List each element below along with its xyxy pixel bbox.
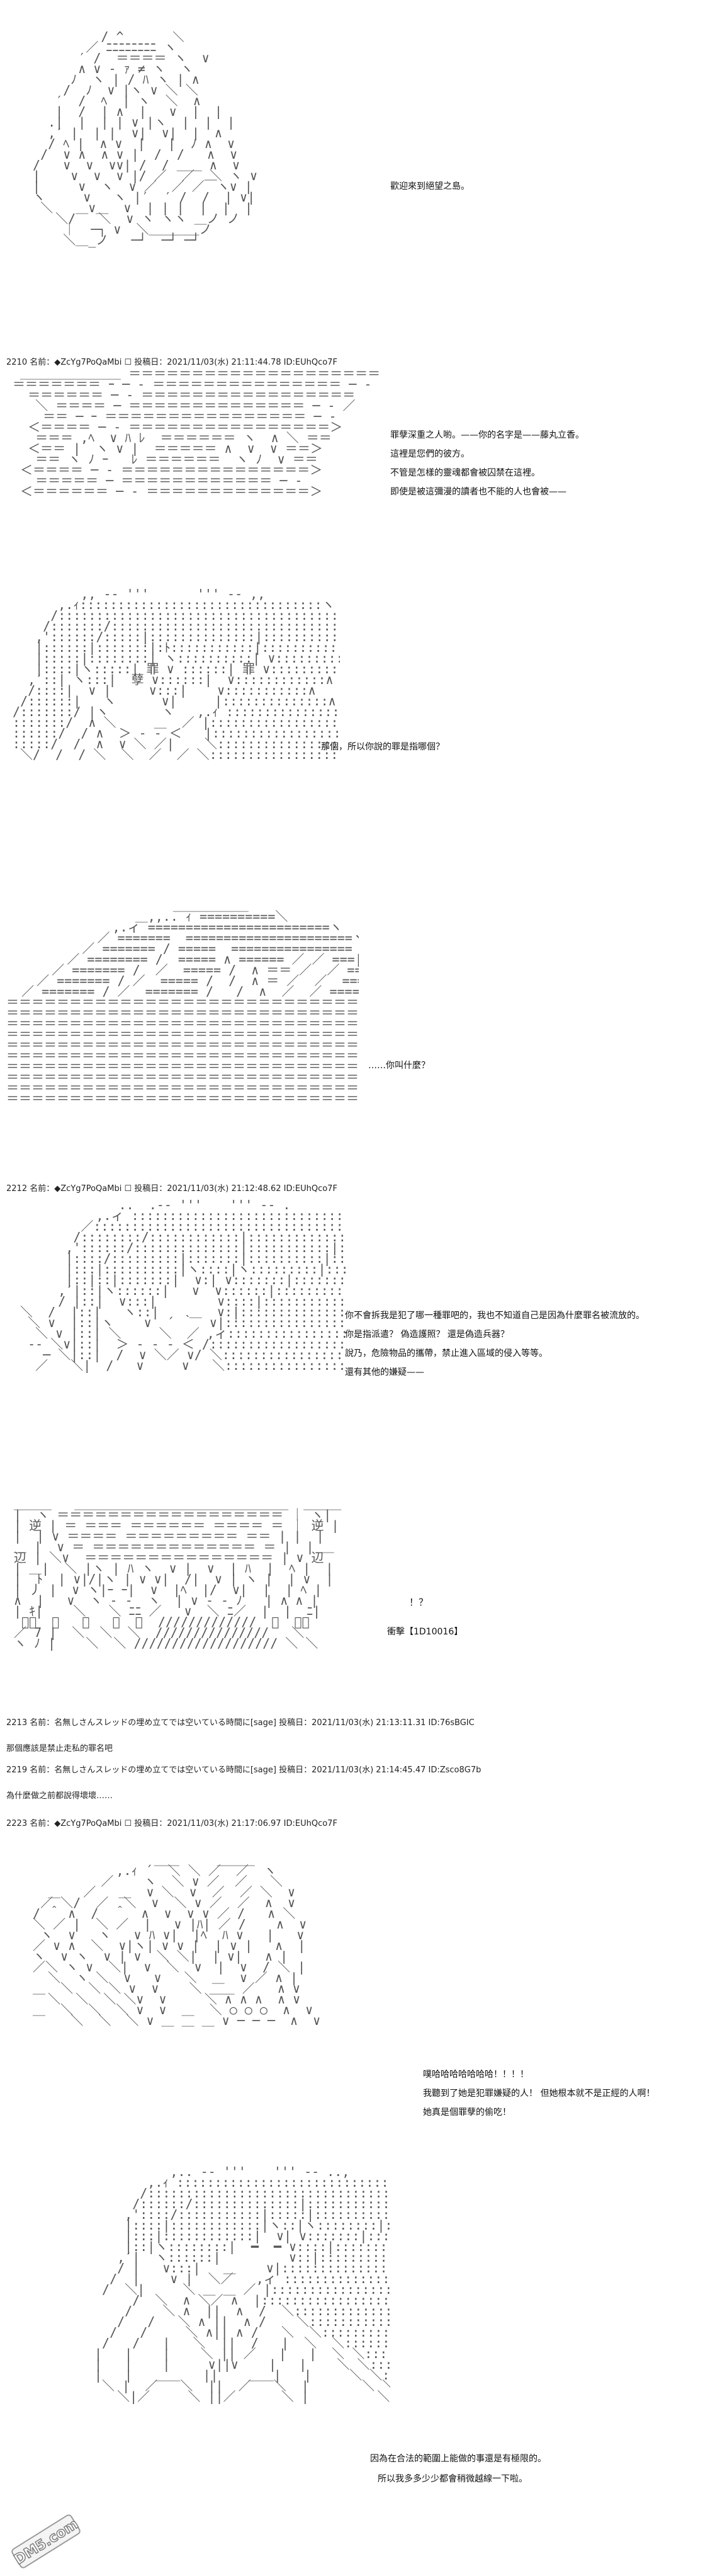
post-header: 2210 名前：◆ZcYg7PoQaMbi ☐ 投稿日：2021/11/03(水… (6, 358, 337, 367)
post-comment: 那個應該是禁止走私的罪名吧 (6, 1744, 113, 1753)
dialogue-line: 那個，所以你說的罪是指哪個？ (321, 742, 444, 752)
ascii-art-panel-7: ＿＿ ＿＿＿ ,.ｨ ´ ＼ ＼ ／ ／ ヽ ／ ヽ ＼ ∨ ／ ／ ＼ ＿ ／… (33, 1855, 321, 2028)
dialogue-line: 歡迎來到絕望之島。 (390, 181, 470, 191)
ascii-art-panel-3: ,, -‐ ''' ￣ ￣ ''' ‐- ,, ,.ｨ:::::::::::::… (13, 589, 340, 762)
dialogue-line: 罪孽深重之人喲。——你的名字是——藤丸立香。 (390, 430, 584, 440)
post-header: 2213 名前：名無しさんスレッドの埋め立てでは空いている時間に[sage] 投… (6, 1718, 475, 1728)
dialogue-line: 說乃，危險物品的攜帶，禁止進入區域的侵入等等。 (345, 1348, 548, 1359)
ascii-art-panel-4: ＿＿＿＿＿＿ ＿,,.. ｨ ==========＼ ,.ィ =========… (6, 901, 359, 1106)
dialogue-line: 還有其他的嫌疑—— (345, 1367, 424, 1377)
dialogue-line: 這裡是您們的彼方。 (390, 449, 470, 459)
watermark-text: DM5.com (11, 2516, 81, 2568)
dialogue-line: 她真是個罪孽的偷吃！ (423, 2107, 511, 2117)
ascii-art-panel-2: ＿＿＿＿＿＿＿＿ ＝＝＝＝＝＝＝＝＝＝＝＝＝＝＝＝＝＝＝＝ ＝＝＝＝＝＝＝ ｰ … (13, 368, 381, 499)
ascii-art-panel-1: / ^ ￣ ￣ ＼ ／ ﾆﾆﾆﾆﾆﾆﾆﾆ ヽ ′ / ＝＝＝＝ ヽ ∨ ∧ ∨ … (33, 31, 257, 248)
dialogue-line: 所以我多多少少都會稍微越線一下啦。 (378, 2474, 527, 2484)
dm5-watermark-logo: DM5.com (5, 2513, 87, 2570)
dialogue-line: 因為在合法的範圍上能做的事還是有極限的。 (370, 2454, 546, 2464)
post-header: 2223 名前：◆ZcYg7PoQaMbi ☐ 投稿日：2021/11/03(水… (6, 1819, 337, 1828)
ascii-art-panel-5: .. .-‐ ''' ￣ ''' ‐- . ,.ィ ::::::::::::::… (20, 1200, 346, 1373)
dialogue-line: ……你叫什麼？ (368, 1061, 430, 1071)
dialogue-line: 衝擊【1D10016】 (387, 1627, 463, 1637)
dialogue-line: 你不會拆我是犯了哪一種罪吧的，我也不知道自己是因為什麼罪名被流放的。 (345, 1311, 645, 1321)
ascii-art-panel-6: ＿＿＿ ＿＿＿＿＿＿＿＿＿＿＿＿＿＿＿＿＿ ＿＿＿ | ヽ ＝＝＝＝＝＝＝＝＝＝… (14, 1499, 342, 1651)
dialogue-line: 我聽到了她是犯罪嫌疑的人！ 但她根本就不是正經的人啊！ (423, 2089, 655, 2099)
dialogue-line: ！？ (409, 1597, 429, 1608)
dialogue-line: 噗哈哈哈哈哈哈哈！！！！ (423, 2070, 529, 2080)
ascii-art-panel-8: ,.. -‐ ''' ￣ ''' ‐- .., ,.ｨ ::::::::::::… (94, 2167, 390, 2404)
post-header: 2219 名前：名無しさんスレッドの埋め立てでは空いている時間に[sage] 投… (6, 1765, 482, 1775)
dialogue-line: 你是指派遣？ 偽造護照？ 還是偽造兵器？ (345, 1330, 509, 1340)
post-header: 2212 名前：◆ZcYg7PoQaMbi ☐ 投稿日：2021/11/03(水… (6, 1184, 337, 1194)
dialogue-line: 即使是被這彌漫的讀者也不能的人也會被—— (390, 487, 566, 497)
post-comment: 為什麼做之前都說得壞壞…… (6, 1791, 113, 1801)
dialogue-line: 不管是怎樣的靈魂都會被囚禁在這裡。 (390, 468, 540, 478)
